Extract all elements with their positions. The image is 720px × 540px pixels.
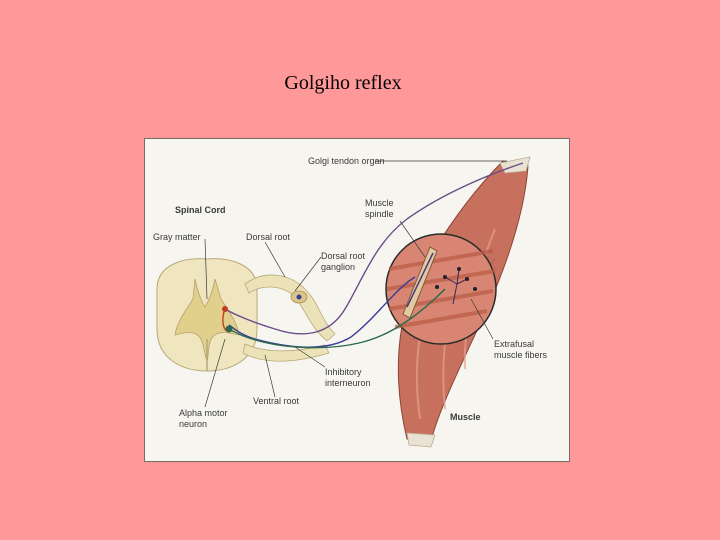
label-extrafusal-1: Extrafusal	[494, 339, 534, 349]
label-muscle-spindle-1: Muscle	[365, 198, 394, 208]
label-spinal-cord: Spinal Cord	[175, 205, 226, 215]
label-ventral-root: Ventral root	[253, 396, 300, 406]
label-golgi-tendon-organ: Golgi tendon organ	[308, 156, 385, 166]
motor-neuron-dot	[226, 326, 233, 333]
label-dorsal-root-ganglion-1: Dorsal root	[321, 251, 366, 261]
label-extrafusal-2: muscle fibers	[494, 350, 548, 360]
slide-title: Golgiho reflex	[0, 72, 686, 95]
label-muscle-spindle-2: spindle	[365, 209, 394, 219]
lower-tendon	[407, 433, 435, 447]
label-inhibitory-2: interneuron	[325, 378, 371, 388]
label-alpha-motor-1: Alpha motor	[179, 408, 228, 418]
label-inhibitory-1: Inhibitory	[325, 367, 362, 377]
label-muscle: Muscle	[450, 412, 481, 422]
golgi-reflex-diagram: Golgi tendon organ Spinal Cord Muscle sp…	[144, 138, 570, 462]
label-dorsal-root-ganglion-2: ganglion	[321, 262, 355, 272]
label-gray-matter: Gray matter	[153, 232, 201, 242]
interneuron-dot	[222, 306, 228, 312]
label-dorsal-root: Dorsal root	[246, 232, 291, 242]
label-alpha-motor-2: neuron	[179, 419, 207, 429]
ganglion-cell-dot	[297, 295, 302, 300]
